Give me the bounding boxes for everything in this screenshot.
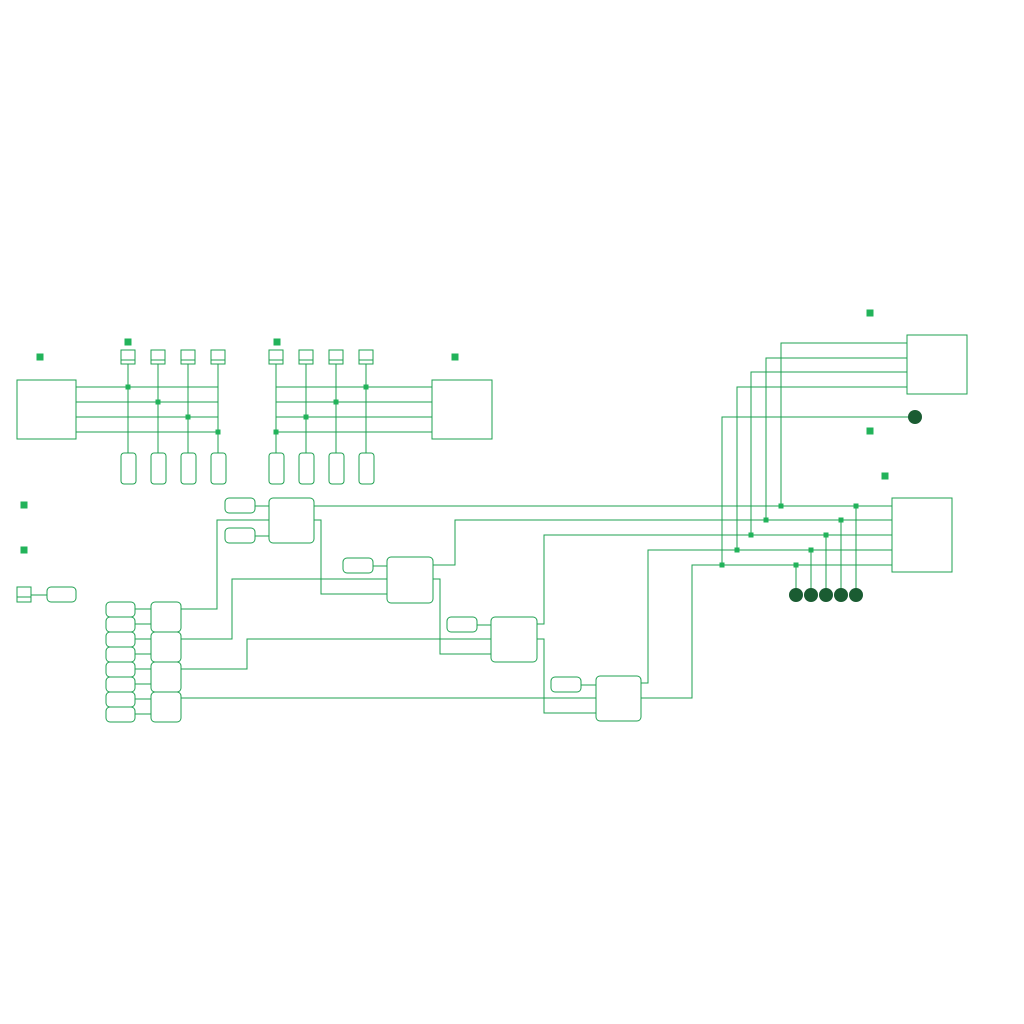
input-pill <box>105 601 136 618</box>
indicator-lamp <box>804 588 818 602</box>
marker <box>20 501 28 509</box>
wire <box>314 519 387 595</box>
junction <box>333 399 339 405</box>
target-block-right <box>431 379 493 440</box>
junction <box>823 532 829 538</box>
legend-pill <box>46 586 77 603</box>
input-pair-block <box>150 601 182 633</box>
junction <box>763 517 769 523</box>
logic-block <box>490 616 538 663</box>
wire <box>750 371 907 535</box>
bottom-pin <box>180 452 197 485</box>
constant-pill <box>446 616 478 633</box>
wire <box>765 357 907 520</box>
marker <box>36 353 44 361</box>
blocks <box>16 334 968 723</box>
bottom-pin <box>328 452 345 485</box>
top-pin <box>328 349 344 365</box>
lamps <box>789 410 922 602</box>
logic-block <box>595 675 642 722</box>
indicator-lamp <box>789 588 803 602</box>
marker <box>20 546 28 554</box>
wires <box>31 342 908 715</box>
marker <box>124 338 132 346</box>
legend-box <box>16 586 32 603</box>
input-pair-block <box>150 661 182 693</box>
bottom-pin <box>120 452 137 485</box>
junction <box>125 384 131 390</box>
bottom-pin <box>210 452 227 485</box>
constant-pill <box>342 557 374 574</box>
wire <box>433 578 491 655</box>
input-pair-block <box>150 631 182 663</box>
marker <box>881 472 889 480</box>
indicator-lamp <box>908 410 922 424</box>
constant-pill <box>224 497 256 514</box>
wire <box>721 416 907 565</box>
wire <box>641 564 892 699</box>
wire <box>537 534 892 625</box>
input-pill <box>105 646 136 663</box>
junctions <box>20 309 889 568</box>
wire <box>736 386 907 550</box>
junction <box>808 547 814 553</box>
top-pin <box>180 349 196 365</box>
junction <box>273 429 279 435</box>
marker <box>273 338 281 346</box>
junction <box>734 547 740 553</box>
marker <box>451 353 459 361</box>
top-pin <box>150 349 166 365</box>
indicator-lamp <box>849 588 863 602</box>
wire <box>537 638 596 714</box>
input-pill <box>105 691 136 708</box>
junction <box>185 414 191 420</box>
top-pin <box>120 349 136 365</box>
bottom-pin <box>268 452 285 485</box>
logic-block <box>268 497 315 544</box>
wire <box>181 519 269 610</box>
input-pill <box>105 616 136 633</box>
constant-pill <box>224 527 256 544</box>
top-pin <box>298 349 314 365</box>
bottom-pin <box>298 452 315 485</box>
junction <box>838 517 844 523</box>
indicator-lamp <box>819 588 833 602</box>
wire <box>181 638 491 670</box>
constant-pill <box>550 676 582 693</box>
wire <box>433 519 892 566</box>
input-pill <box>105 631 136 648</box>
junction <box>363 384 369 390</box>
marker <box>866 427 874 435</box>
junction <box>853 503 859 509</box>
bottom-pin <box>358 452 375 485</box>
input-pill <box>105 706 136 723</box>
top-pin <box>358 349 374 365</box>
top-pin <box>268 349 284 365</box>
pins <box>17 359 375 598</box>
wire <box>181 578 387 640</box>
junction <box>303 414 309 420</box>
bottom-pin <box>150 452 167 485</box>
logic-block <box>386 556 434 604</box>
junction <box>793 562 799 568</box>
wire <box>641 549 892 684</box>
input-pair-block <box>150 691 182 723</box>
indicator-lamp <box>834 588 848 602</box>
input-pill <box>105 661 136 678</box>
display-block <box>906 334 968 395</box>
junction <box>778 503 784 509</box>
junction <box>748 532 754 538</box>
source-block-left <box>16 379 77 440</box>
input-pill <box>105 676 136 693</box>
top-pin <box>210 349 226 365</box>
junction <box>215 429 221 435</box>
marker <box>866 309 874 317</box>
wire <box>780 342 907 506</box>
junction <box>719 562 725 568</box>
output-block <box>891 497 953 573</box>
junction <box>155 399 161 405</box>
